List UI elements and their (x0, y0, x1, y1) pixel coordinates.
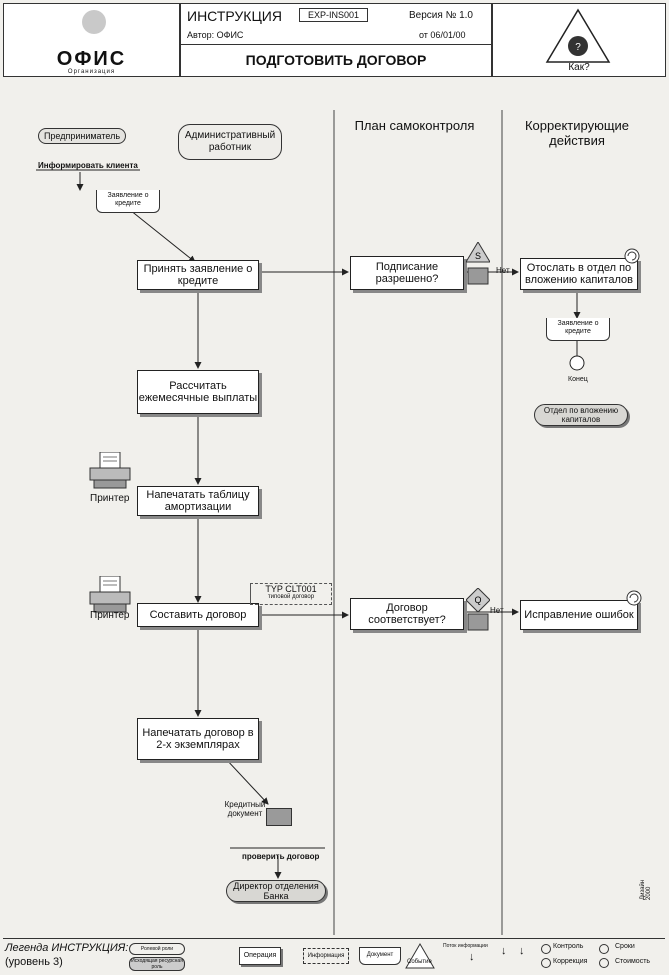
page-title: ПОДГОТОВИТЬ ДОГОВОР (245, 52, 427, 68)
legend-operation: Операция (239, 947, 281, 965)
accept-application-box: Принять заявление о кредите (137, 260, 259, 290)
printer-label: Принтер (90, 610, 130, 621)
doc-code: EXP-INS001 (299, 8, 369, 22)
legend-correction-icon (541, 958, 551, 968)
svg-text:?: ? (575, 42, 581, 53)
contract-check-box: Договор соответствует? (350, 598, 464, 630)
doc-author: Автор: ОФИС (187, 30, 244, 40)
calculate-payments-box: Рассчитать ежемесячные выплаты (137, 370, 259, 414)
legend-bar: Легенда ИНСТРУКЦИЯ: (уровень 3) Ролевой … (3, 938, 665, 973)
side-note: Дизайн 2000 (640, 879, 652, 900)
no-label-contract: Нет (490, 606, 504, 615)
legend-level: (уровень 3) (5, 956, 63, 968)
how-label: Как? (568, 62, 590, 73)
control-q-icon: Q (466, 588, 490, 631)
compose-contract-box: Составить договор (137, 603, 259, 627)
check-contract-label: проверить договор (242, 852, 320, 861)
inform-client-label: Информировать клиента (38, 161, 138, 170)
control-s-icon: S (466, 242, 490, 285)
legend-event: Событие (407, 959, 432, 965)
signature-check-box: Подписание разрешено? (350, 256, 464, 290)
correction-icon (626, 590, 642, 606)
legend-document: Документ (359, 947, 401, 965)
role-investment-dept: Отдел по вложению капиталов (534, 404, 628, 426)
legend-flow: Поток информации (443, 943, 488, 949)
legend-information: Информация (303, 948, 349, 964)
svg-text:Q: Q (474, 595, 481, 605)
column-corrective: Корректирующие действия (524, 118, 630, 148)
logo-mark-icon (82, 10, 106, 34)
how-triangle-icon: ? (545, 8, 611, 63)
legend-deadlines: Сроки (615, 943, 635, 950)
doc-type: ИНСТРУКЦИЯ (187, 8, 282, 24)
role-entrepreneur: Предприниматель (38, 128, 126, 144)
header-how-cell: ? Как? (492, 3, 666, 77)
fix-errors-box: Исправление ошибок (520, 600, 638, 630)
doc-version: Версия № 1.0 (409, 10, 473, 21)
legend-event-icon (405, 943, 435, 969)
typ-code-doc: TYP CLT001 типовой договор (250, 583, 332, 605)
print-table-box: Напечатать таблицу амортизации (137, 486, 259, 516)
print-contract-box: Напечатать договор в 2-х экземплярах (137, 718, 259, 760)
logo-text: ОФИС (56, 48, 127, 70)
role-admin-worker: Административный работник (178, 124, 282, 160)
end-label: Конец (568, 376, 588, 383)
doc-date: от 06/01/00 (419, 30, 466, 40)
credit-application-doc: Заявление о кредите (96, 190, 160, 213)
legend-control: Контроль (553, 943, 584, 950)
send-to-dept-box: Отослать в отдел по вложению капиталов (520, 258, 638, 290)
credit-document-icon (266, 808, 292, 826)
printer-icon (89, 576, 131, 613)
header-logo-cell: ОФИС Организация (3, 3, 180, 77)
legend-role: Ролевой роли (129, 943, 185, 955)
credit-document-label: Кредитный документ (224, 800, 266, 818)
column-plan: План самоконтроля (354, 118, 475, 133)
legend-ext-role: Исходящая ресурсная роль (129, 957, 185, 971)
correction-icon (624, 248, 640, 264)
legend-arrow-icon: ↓ (519, 945, 525, 957)
printer-label: Принтер (90, 493, 130, 504)
no-label-signature: Нет (496, 266, 510, 275)
credit-application-label: Заявление о кредите (107, 192, 149, 207)
svg-text:S: S (475, 251, 481, 261)
typ-subtitle: типовой договор (267, 594, 315, 600)
legend-correction: Коррекция (553, 958, 588, 965)
legend-control-icon (541, 944, 551, 954)
legend-arrow-icon: ↓ (469, 951, 475, 963)
legend-cost: Стоимость (615, 958, 651, 965)
printer-icon (89, 452, 131, 489)
credit-application-doc-2: Заявление о кредите (546, 318, 610, 341)
credit-application-label-2: Заявление о кредите (557, 320, 599, 335)
typ-code: TYP CLT001 (265, 584, 317, 594)
role-bank-director: Директор отделения Банка (226, 880, 326, 902)
legend-arrow-icon: ↓ (501, 945, 507, 957)
logo-subtitle: Организация (67, 69, 116, 75)
legend-cost-icon (599, 958, 609, 968)
header-main-cell: ИНСТРУКЦИЯ EXP-INS001 Версия № 1.0 Автор… (180, 3, 492, 77)
legend-deadlines-icon (599, 944, 609, 954)
legend-title: Легенда ИНСТРУКЦИЯ: (5, 942, 129, 954)
